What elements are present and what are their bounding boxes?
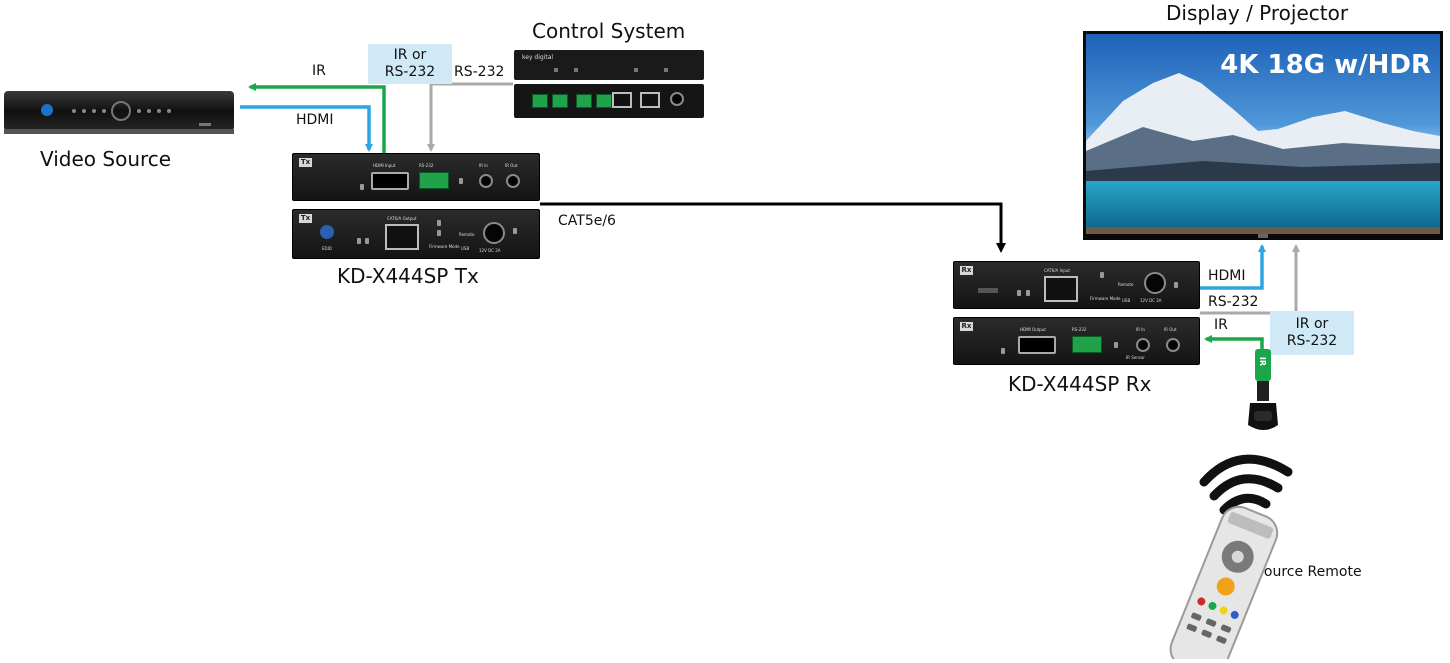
- rx-badge-bottom: Rx: [960, 322, 973, 331]
- rs232-text-rx: RS-232: [1072, 327, 1087, 332]
- control-system-label: Control System: [532, 19, 686, 43]
- set-top-box-graphic: [4, 91, 234, 134]
- ir-wire-rx: [1204, 335, 1264, 352]
- remote-label-2: Source Remote: [1255, 564, 1362, 580]
- display-screen: 4K 18G w/HDR: [1083, 31, 1443, 240]
- cat-input-port: [1044, 276, 1078, 302]
- remote-text-rx: Remote: [1118, 282, 1134, 287]
- power-text-tx: 12V DC 2A: [479, 248, 501, 253]
- rx-switch: [978, 288, 998, 293]
- ir-in-text-rx: IR In: [1136, 327, 1145, 332]
- rx-top-panel: Rx CAT6/A Input Firmware Mode Remote USB…: [953, 261, 1200, 309]
- control-system-top-panel: key digital: [514, 50, 704, 80]
- edid-dial: [320, 225, 334, 239]
- display-overlay-text: 4K 18G w/HDR: [1220, 50, 1431, 80]
- ir-or-line-2: RS-232: [384, 64, 436, 80]
- source-remote: [1140, 432, 1310, 663]
- hdmi-input-port: [371, 172, 409, 190]
- brand-logo: key digital: [522, 54, 554, 61]
- display-device: 4K 18G w/HDR: [1083, 31, 1443, 240]
- ir-label-top: IR: [312, 63, 326, 79]
- hdmi-output-port: [1018, 336, 1056, 354]
- ir-sensor-graphic: [1248, 349, 1278, 430]
- usb-text-rx: USB: [1122, 298, 1131, 303]
- tx-name-label: KD-X444SP Tx: [337, 264, 479, 288]
- ir-out-text-rx: IR Out: [1164, 327, 1177, 332]
- ir-sensor-text: IR Sensor: [1126, 355, 1145, 360]
- ir-or-line-1: IR or: [393, 47, 427, 63]
- rx-badge: Rx: [960, 266, 973, 275]
- cat-output-text: CAT6/A Output: [387, 216, 417, 221]
- cat-cable: [540, 202, 1006, 253]
- ir-sensor-tag: IR: [1258, 356, 1268, 367]
- ir-in-text-tx: IR In: [479, 163, 488, 168]
- control-system-rear-panel: [514, 84, 704, 118]
- ir-in-jack-rx: [1136, 338, 1150, 352]
- rs232-wire-tx: [427, 82, 513, 152]
- tx-bottom-panel: Tx EDID CAT6/A Output Firmware Mode Remo…: [292, 209, 540, 259]
- ir-out-jack-tx: [506, 174, 520, 188]
- ir-label-rx: IR: [1214, 317, 1228, 333]
- usb-text-tx: USB: [461, 246, 470, 251]
- control-system-device: key digital: [514, 50, 704, 118]
- firmware-mode-text-tx: Firmware Mode: [429, 244, 460, 249]
- ir-or-rs232-highlight-rx: IR or RS-232: [1270, 311, 1354, 355]
- video-source-device: [4, 89, 234, 135]
- ir-wire-tx: [248, 83, 386, 153]
- cat-label: CAT5e/6: [558, 213, 616, 229]
- hdmi-wire-tx: [240, 105, 373, 152]
- ir-or-rs232-highlight-top: IR or RS-232: [368, 44, 452, 84]
- hdmi-output-text: HDMI Output: [1020, 327, 1046, 332]
- rs232-label-rx: RS-232: [1208, 294, 1259, 310]
- ir-or-rx-line-1: IR or: [1295, 316, 1329, 332]
- rs232-terminal-tx: [419, 172, 449, 189]
- hdmi-wire-rx: [1200, 244, 1266, 290]
- tx-badge: Tx: [299, 158, 312, 167]
- hdmi-input-text: HDMI Input: [373, 163, 396, 168]
- video-source-label: Video Source: [40, 147, 172, 171]
- rs232-label-top: RS-232: [454, 64, 505, 80]
- remote-graphic: [1169, 454, 1293, 663]
- edid-text: EDID: [322, 246, 332, 251]
- display-projector-label: Display / Projector: [1166, 1, 1349, 25]
- ir-in-jack-tx: [479, 174, 493, 188]
- firmware-mode-text-rx: Firmware Mode: [1090, 296, 1121, 301]
- ir-or-rx-line-2: RS-232: [1286, 333, 1338, 349]
- rx-name-label: KD-X444SP Rx: [1008, 372, 1152, 396]
- ir-out-jack-rx: [1166, 338, 1180, 352]
- ir-out-text-tx: IR Out: [505, 163, 518, 168]
- hdmi-label-rx: HDMI: [1208, 268, 1246, 284]
- power-jack-rx: [1144, 272, 1166, 294]
- tx-badge-bottom: Tx: [299, 214, 312, 223]
- cat-input-text: CAT6/A Input: [1044, 268, 1070, 273]
- rs232-text-tx: RS-232: [419, 163, 434, 168]
- power-text-rx: 12V DC 2A: [1140, 298, 1162, 303]
- remote-text-tx: Remote: [459, 232, 475, 237]
- cat-output-port: [385, 224, 419, 250]
- ir-sensor-device: IR: [1244, 345, 1284, 437]
- hdmi-label-top: HDMI: [296, 112, 334, 128]
- rx-bottom-panel: Rx HDMI Output RS-232 IR In IR Out IR Se…: [953, 317, 1200, 365]
- tx-top-panel: Tx HDMI Input RS-232 IR In IR Out: [292, 153, 540, 201]
- rs232-terminal-rx: [1072, 336, 1102, 353]
- power-jack-tx: [483, 222, 505, 244]
